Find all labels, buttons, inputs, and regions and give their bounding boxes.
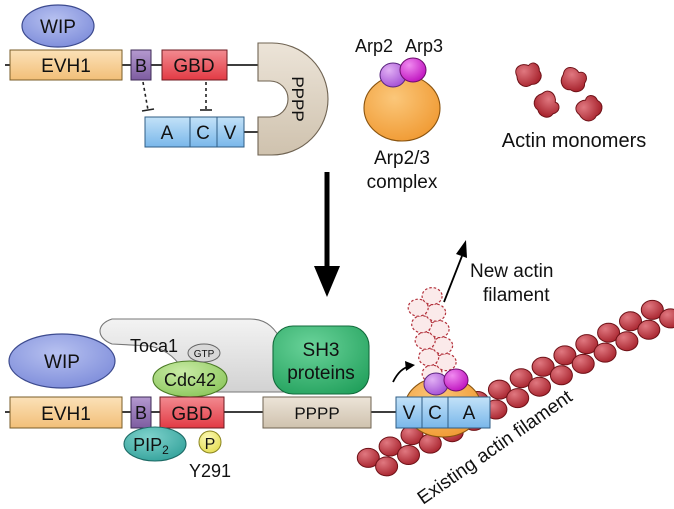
actin-subunit: [615, 331, 639, 352]
new-actin-subunit: [421, 287, 443, 306]
arp23-label-line1: Arp2/3: [374, 148, 430, 169]
actin-monomers-group: Actin monomers: [502, 60, 647, 152]
a-label-bottom: A: [463, 403, 476, 424]
new-filament-label-line2: filament: [483, 285, 550, 306]
a-label: A: [161, 123, 174, 144]
pppp-domain-curved: PPPP: [257, 42, 329, 156]
actin-subunit: [593, 342, 617, 363]
phospho-y291: P Y291: [189, 430, 231, 481]
nucleation-arrow: [392, 361, 415, 383]
c-domain: C: [189, 116, 218, 148]
b-label: B: [135, 56, 147, 76]
gtp-label: GTP: [194, 349, 215, 360]
actin-monomer: [530, 87, 563, 121]
wip-label-bottom: WIP: [44, 352, 80, 373]
arp23-label-line2: complex: [367, 172, 438, 193]
new-actin-subunit: [428, 320, 450, 339]
arp23-body: [363, 74, 441, 142]
actin-subunit: [637, 319, 661, 340]
v-domain-bottom: [395, 396, 423, 429]
pppp-label: PPPP: [288, 76, 307, 121]
actin-subunit: [375, 456, 399, 477]
wip-label: WIP: [40, 17, 76, 38]
pip2-lipid: PIP2: [123, 426, 187, 462]
evh1-domain: EVH1: [9, 49, 123, 81]
cdc42-label: Cdc42: [164, 370, 216, 390]
actin-subunit: [397, 445, 420, 465]
gbd-label: GBD: [173, 56, 214, 77]
arp3-subunit: [399, 57, 427, 83]
actin-monomers-label: Actin monomers: [502, 130, 647, 152]
existing-actin-filament: [356, 299, 674, 477]
c-label: C: [196, 123, 210, 144]
v-label: V: [224, 123, 237, 144]
b-domain: B: [130, 49, 152, 81]
y291-label: Y291: [189, 461, 231, 481]
arp3-label: Arp3: [405, 36, 443, 56]
a-domain-bottom: [447, 396, 491, 429]
p-label: P: [205, 436, 216, 453]
new-actin-subunit: [432, 336, 454, 355]
activation-arrow: [314, 172, 340, 297]
evh1-label-bottom: EVH1: [41, 404, 91, 425]
pip-label: PIP2: [133, 435, 169, 457]
actin-monomer: [558, 64, 590, 96]
actin-subunit: [571, 353, 595, 374]
v-label-bottom: V: [403, 403, 416, 424]
pppp-domain-bottom: PPPP: [262, 396, 372, 429]
gbd-domain: GBD: [161, 49, 228, 81]
new-actin-filament: [407, 287, 457, 383]
actin-monomer: [572, 91, 607, 126]
actin-subunit: [506, 388, 530, 409]
top-wasp-autoinhibited: WIP EVH1 B GBD PPPP A C V: [5, 4, 329, 156]
actin-subunit: [528, 376, 551, 397]
c-domain-bottom: [421, 396, 449, 429]
new-filament-label-line1: New actin: [470, 261, 553, 282]
vca-domains-bottom: V C A: [395, 396, 491, 429]
b-label-bottom: B: [135, 403, 147, 423]
arp23-complex-top: Arp2 Arp3 Arp2/3 complex: [355, 36, 443, 193]
new-actin-subunit: [435, 353, 457, 372]
bottom-wasp-activated: Toca1 SH3 proteins WIP Cdc42 GTP EVH1: [5, 318, 400, 481]
growth-arrow: [443, 240, 467, 303]
arp3-subunit-bound: [443, 368, 469, 392]
evh1-domain-bottom: EVH1: [9, 396, 123, 429]
toca1-label: Toca1: [130, 336, 178, 356]
b-domain-bottom: B: [130, 396, 152, 429]
cdc42-protein: Cdc42: [152, 360, 228, 398]
gbd-label-bottom: GBD: [171, 404, 212, 425]
actin-monomer: [513, 60, 544, 89]
inhibitory-links: [141, 81, 212, 112]
wip-protein: WIP: [21, 4, 95, 48]
sh3-proteins: SH3 proteins: [272, 325, 370, 395]
evh1-label: EVH1: [41, 56, 91, 77]
c-label-bottom: C: [428, 403, 442, 424]
gbd-domain-bottom: GBD: [159, 396, 225, 429]
pppp-label-bottom: PPPP: [294, 404, 339, 423]
actin-subunit: [549, 365, 573, 386]
arp2-label: Arp2: [355, 36, 393, 56]
a-domain: A: [144, 116, 191, 148]
gtp-badge: GTP: [187, 343, 221, 363]
new-actin-subunit: [425, 303, 447, 322]
wip-protein-bottom: WIP: [8, 333, 116, 389]
sh3-label-line2: proteins: [287, 363, 355, 384]
v-domain: V: [216, 116, 245, 148]
sh3-label-line1: SH3: [303, 340, 340, 361]
